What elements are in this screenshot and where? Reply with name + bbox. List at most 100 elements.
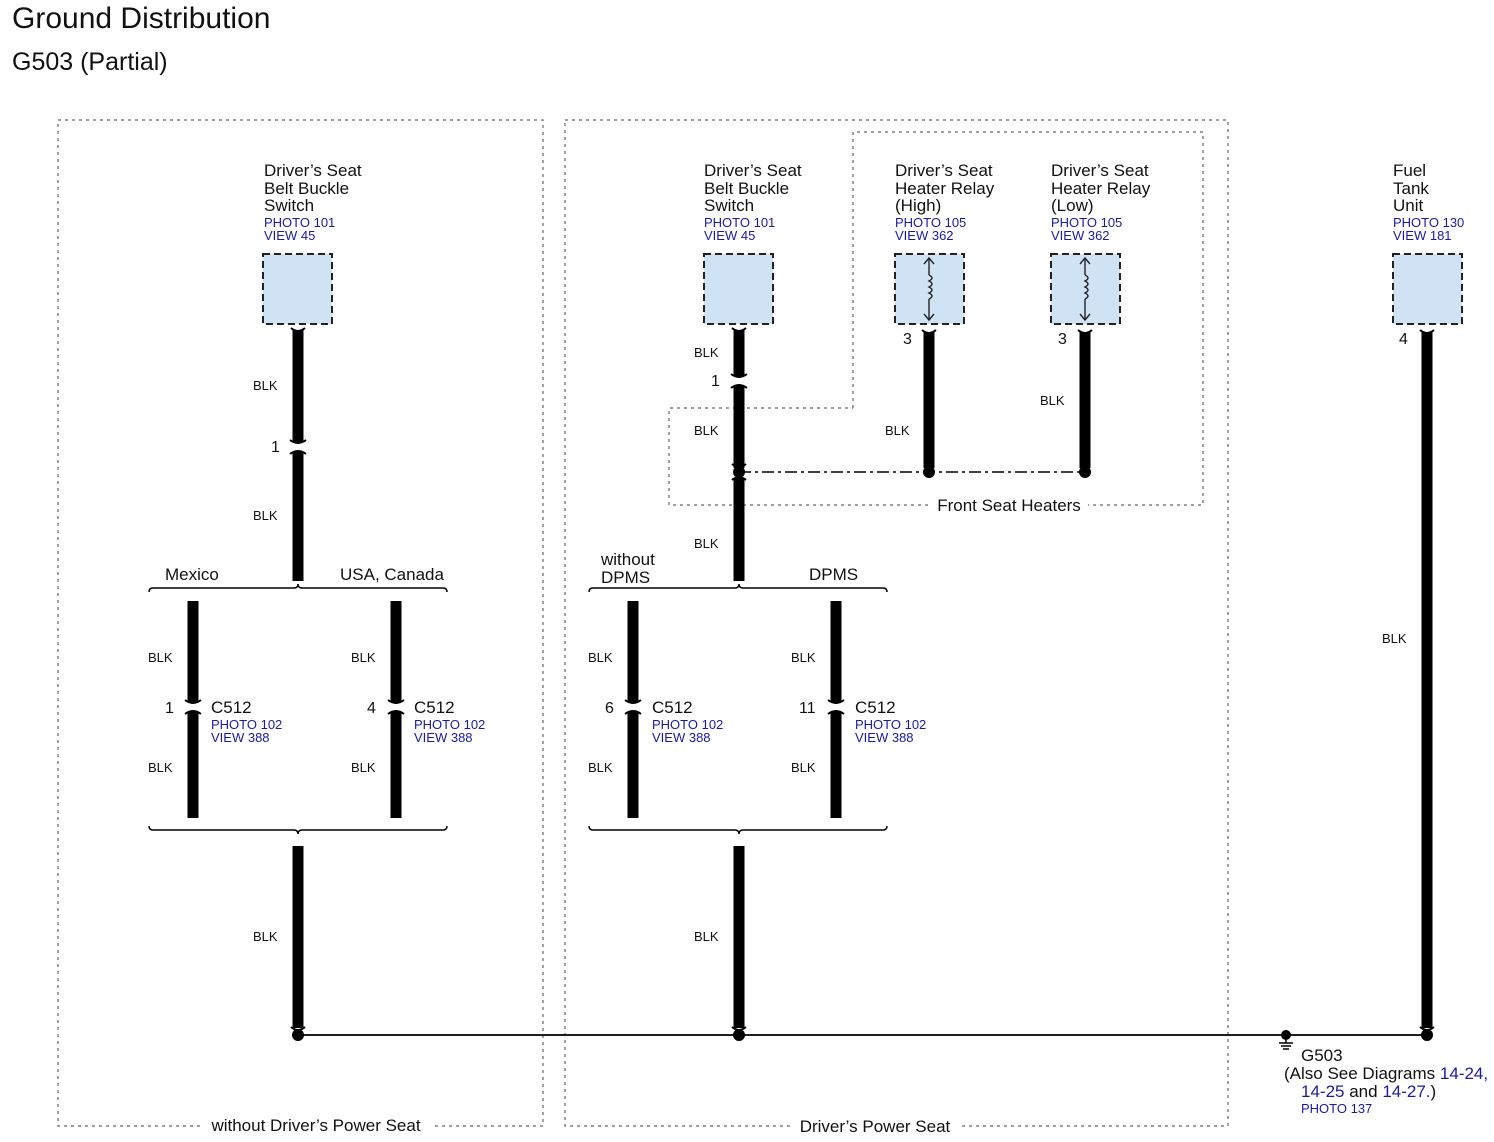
connector-name: C512 [211,698,252,717]
c512-pin6-icon [624,699,642,715]
switch-mid-view-link[interactable]: VIEW 45 [704,228,755,243]
switch-left-box[interactable] [262,253,333,325]
frame-front-seat-heaters [668,131,1204,506]
branch-label-without-dpms-2: DPMS [601,568,650,587]
wire-label: BLK [1382,631,1407,646]
relay-low-photo-link[interactable]: PHOTO 105 [1051,215,1122,230]
switch-mid-name-3: Switch [704,196,754,215]
relay-high-view-link[interactable]: VIEW 362 [895,228,954,243]
wire-label: BLK [1040,393,1065,408]
switch-left-labels: Driver’s Seat Belt Buckle Switch PHOTO 1… [264,161,362,243]
relay-high-coil-icon [923,256,935,322]
relay-high-name-3: (High) [895,196,941,215]
c512-pin4: 4 C512 PHOTO 102 VIEW 388 [367,698,485,745]
relay-high-pin: 3 [903,331,912,348]
ground-note-and: and [1349,1082,1377,1101]
connector-pin: 4 [367,700,376,717]
inline-connector-left-icon [289,439,307,455]
connector-pin: 6 [605,700,614,717]
frames [57,119,1229,1127]
wire-label: BLK [694,929,719,944]
wire-label: BLK [885,423,910,438]
wire-label: BLK [351,760,376,775]
connector-name: C512 [855,698,896,717]
relay-high-name-2: Heater Relay [895,179,995,198]
diagram-link-14-27[interactable]: 14-27. [1382,1082,1430,1101]
ground-note-close: ) [1431,1082,1437,1101]
fuel-tank-photo-link[interactable]: PHOTO 130 [1393,215,1464,230]
switch-left-photo-link[interactable]: PHOTO 101 [264,215,335,230]
wire-label: BLK [588,760,613,775]
connector-view-link[interactable]: VIEW 388 [414,730,473,745]
connector-view-link[interactable]: VIEW 388 [211,730,270,745]
wire-label: BLK [351,650,376,665]
ground-name: G503 [1301,1046,1343,1065]
relay-high-name-1: Driver’s Seat [895,161,993,180]
diagram-link-14-24[interactable]: 14-24, [1440,1064,1488,1083]
connector-photo-link[interactable]: PHOTO 102 [211,717,282,732]
wire-label: BLK [588,650,613,665]
c512-pin11-icon [827,699,845,715]
wire-label: BLK [791,760,816,775]
splice-dots [733,466,1091,478]
connector-photo-link[interactable]: PHOTO 102 [414,717,485,732]
relay-low-view-link[interactable]: VIEW 362 [1051,228,1110,243]
wire-label: BLK [148,650,173,665]
connector-photo-link[interactable]: PHOTO 102 [855,717,926,732]
connector-pin: 11 [799,700,816,717]
ground-photo-link[interactable]: PHOTO 137 [1301,1101,1372,1116]
ground-note-line2: 14-25 and 14-27.) [1301,1082,1436,1101]
frame-label-front-seat-heaters: Front Seat Heaters [937,496,1081,515]
fuel-tank-name-2: Tank [1393,179,1429,198]
connector-view-link[interactable]: VIEW 388 [652,730,711,745]
connector-view-link[interactable]: VIEW 388 [855,730,914,745]
frame-without-power-seat [57,119,544,1127]
connector-name: C512 [414,698,455,717]
relay-low-coil-icon [1079,256,1091,322]
ground-g503-label: G503 (Also See Diagrams 14-24, 14-25 and… [1284,1046,1488,1116]
connector-photo-link[interactable]: PHOTO 102 [652,717,723,732]
frame-label-power-seat: Driver’s Power Seat [800,1117,951,1136]
inline-pin-mid: 1 [711,373,720,390]
wire-label: BLK [253,378,278,393]
switch-left-view-link[interactable]: VIEW 45 [264,228,315,243]
fuel-tank-pin: 4 [1399,331,1408,348]
wire-label: BLK [694,423,719,438]
switch-mid-photo-link[interactable]: PHOTO 101 [704,215,775,230]
wire-label: BLK [253,929,278,944]
relay-low-name-3: (Low) [1051,196,1094,215]
switch-left-name-2: Belt Buckle [264,179,349,198]
c512-pin4-icon [387,699,405,715]
branch-label-usa-canada: USA, Canada [340,565,444,584]
c512-pin1-icon [184,699,202,715]
switch-left-name-3: Switch [264,196,314,215]
relay-low-name-2: Heater Relay [1051,179,1151,198]
branch-label-without-dpms-1: without [600,550,655,569]
ground-note: (Also See Diagrams 14-24, [1284,1064,1488,1083]
frame-power-seat [564,119,1229,1127]
c512-pin11: 11 C512 PHOTO 102 VIEW 388 [799,698,926,745]
wires [187,330,1433,1028]
switch-mid-name-2: Belt Buckle [704,179,789,198]
relay-high-photo-link[interactable]: PHOTO 105 [895,215,966,230]
fuel-tank-name-1: Fuel [1393,161,1426,180]
wire-label: BLK [253,508,278,523]
relay-low-name-1: Driver’s Seat [1051,161,1149,180]
c512-pin1: 1 C512 PHOTO 102 VIEW 388 [165,698,282,745]
inline-connector-mid-icon [730,373,748,389]
fuel-tank-labels: Fuel Tank Unit PHOTO 130 VIEW 181 [1393,161,1464,243]
switch-mid-name-1: Driver’s Seat [704,161,802,180]
page-subtitle: G503 (Partial) [12,48,168,76]
branch-label-dpms: DPMS [809,565,858,584]
diagram-link-14-25[interactable]: 14-25 [1301,1082,1344,1101]
wire-label: BLK [694,345,719,360]
fuel-tank-box[interactable] [1392,253,1463,325]
connector-name: C512 [652,698,693,717]
switch-left-name-1: Driver’s Seat [264,161,362,180]
inline-connectors [184,373,845,715]
ground-symbol-icon [1279,1035,1293,1050]
fuel-tank-view-link[interactable]: VIEW 181 [1393,228,1452,243]
page-title: Ground Distribution [12,2,271,35]
switch-mid-box[interactable] [703,253,774,325]
relay-low-labels: Driver’s Seat Heater Relay (Low) PHOTO 1… [1051,161,1151,243]
